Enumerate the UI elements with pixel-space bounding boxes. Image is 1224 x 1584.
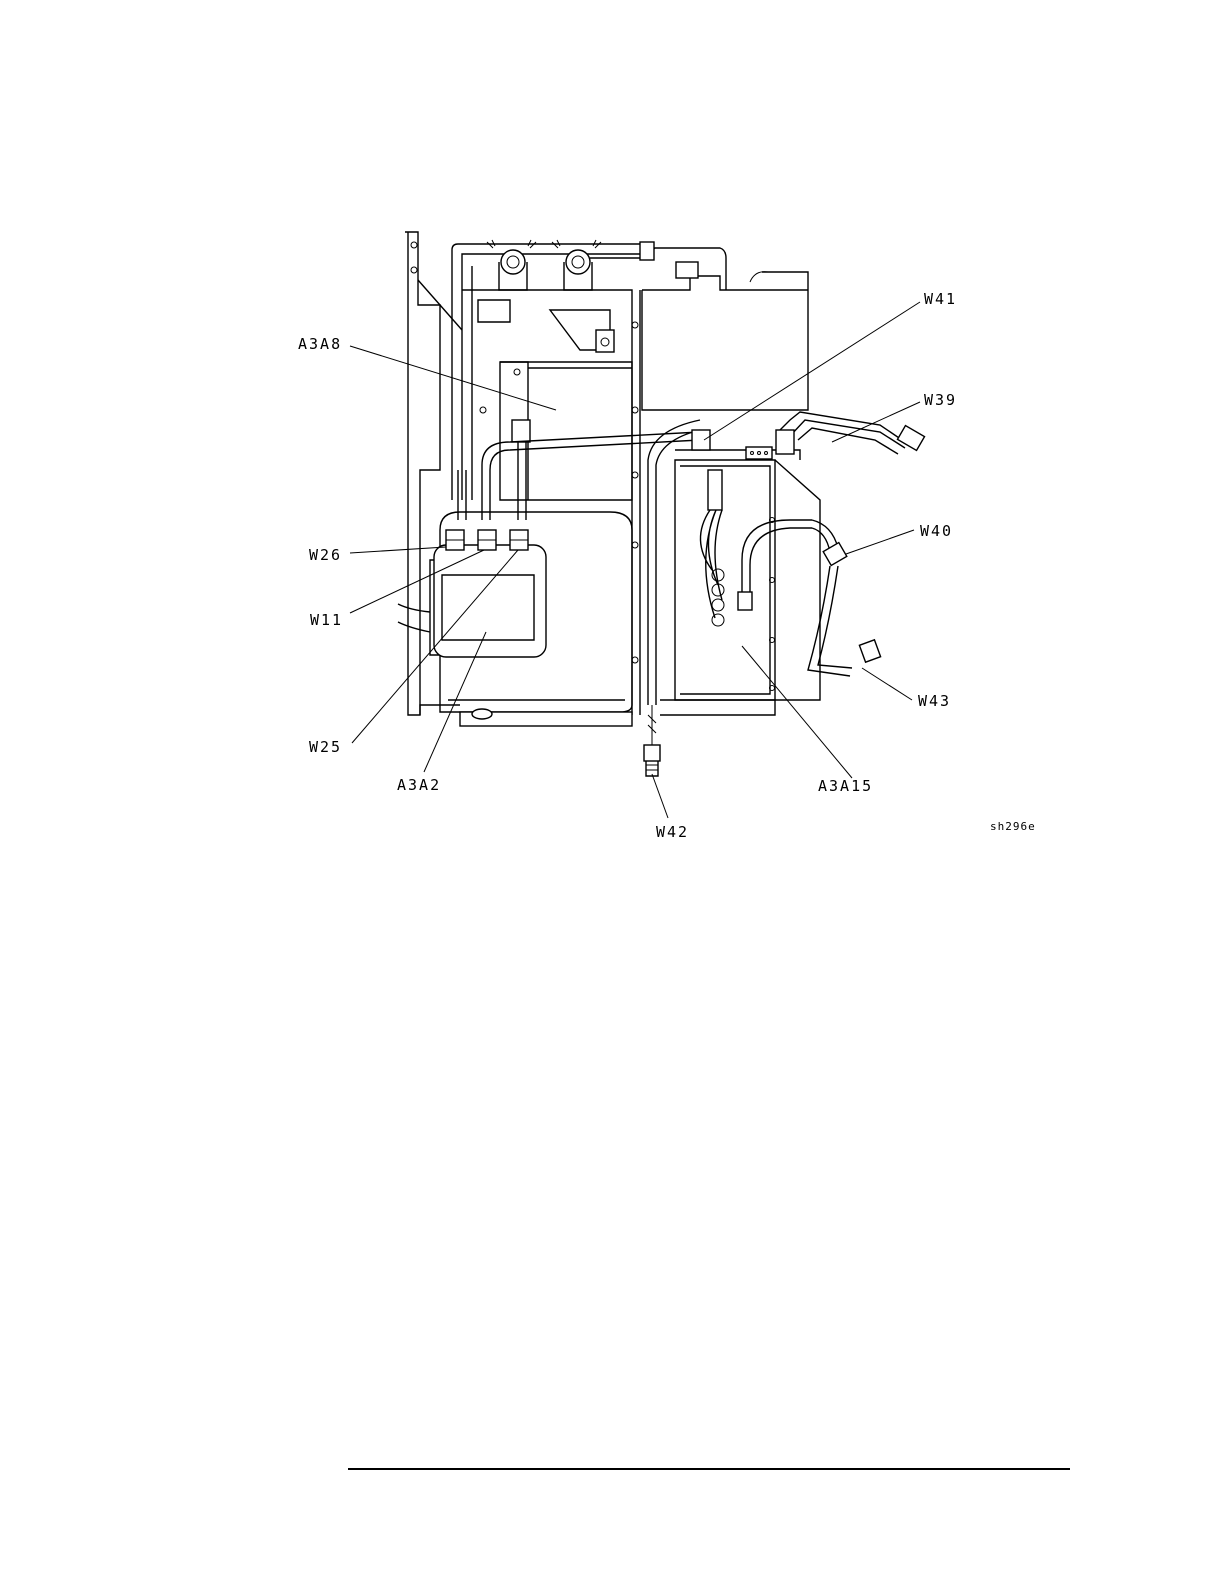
callout-a3a8: A3A8 <box>298 335 342 353</box>
leader-w40 <box>846 530 914 554</box>
leader-w42 <box>652 774 668 818</box>
callout-a3a15: A3A15 <box>818 777 873 795</box>
leader-w43 <box>862 668 912 700</box>
callout-a3a2: A3A2 <box>397 776 441 794</box>
callout-w11: W11 <box>310 611 343 629</box>
callout-w26: W26 <box>309 546 342 564</box>
leader-w26 <box>350 547 446 553</box>
callout-w40: W40 <box>920 522 953 540</box>
leader-w41 <box>704 302 920 440</box>
callout-w41: W41 <box>924 290 957 308</box>
figure-id-code: sh296e <box>990 820 1036 833</box>
leader-a3a15 <box>742 646 852 778</box>
leader-a3a8 <box>350 346 556 410</box>
callout-w25: W25 <box>309 738 342 756</box>
assembly-drawing <box>398 232 925 776</box>
callout-w42: W42 <box>656 823 689 841</box>
callout-w39: W39 <box>924 391 957 409</box>
callout-w43: W43 <box>918 692 951 710</box>
page-footer-rule <box>348 1468 1070 1470</box>
